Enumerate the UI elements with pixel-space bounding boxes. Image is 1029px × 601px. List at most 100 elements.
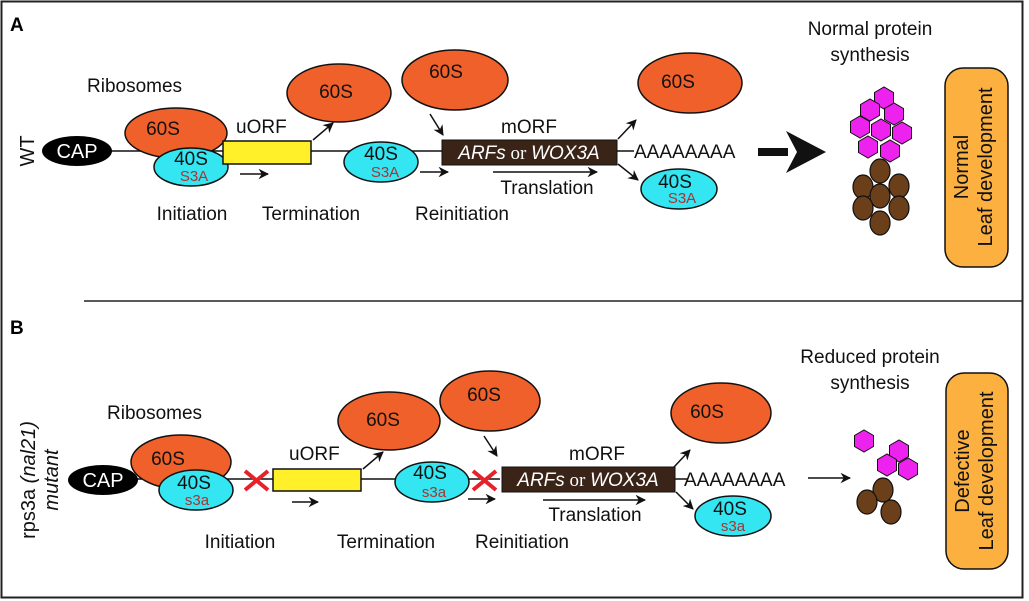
- uorf-label: uORF: [236, 117, 287, 138]
- outcome-box: [945, 372, 1009, 570]
- gene-arfs: ARFs: [457, 143, 506, 164]
- protein-hexagon-icon: [877, 453, 897, 477]
- condition-label: rps3a (nal21): [18, 421, 40, 539]
- step-initiation: Initiation: [205, 532, 276, 553]
- protein-oval-icon: [880, 499, 902, 525]
- outcome-line1: Defective: [952, 429, 974, 512]
- ribosome-60s-recruited: [439, 370, 541, 432]
- label-40s: 40S: [174, 149, 208, 170]
- protein-oval-icon: [888, 195, 910, 221]
- synthesis-line2: synthesis: [830, 45, 909, 66]
- uorf-box: [272, 468, 362, 492]
- cap-structure: [68, 465, 138, 495]
- protein-hexagon-icon: [892, 121, 912, 145]
- step-termination: Termination: [337, 532, 435, 553]
- label-60s: 60S: [366, 410, 400, 431]
- protein-hexagon-icon: [854, 429, 874, 453]
- gene-or: or: [565, 470, 590, 491]
- cap-label: CAP: [56, 141, 97, 163]
- protein-hexagon-icon: [850, 115, 870, 139]
- protein-hexagon-icon: [889, 439, 909, 463]
- morf-box: [501, 466, 676, 493]
- ribosome-40s-scanning: [394, 461, 470, 503]
- recruit-arrow: [483, 435, 498, 457]
- step-reinitiation: Reinitiation: [475, 532, 569, 553]
- ribosome-60s-recruited: [401, 49, 509, 111]
- ribosome-40s-initiation: [158, 469, 234, 511]
- protein-oval-icon: [856, 489, 878, 515]
- release-arrow: [617, 163, 639, 181]
- release-arrow: [673, 449, 691, 468]
- step-initiation: Initiation: [157, 204, 228, 225]
- ribosomes-label: Ribosomes: [87, 76, 182, 97]
- label-60s: 60S: [690, 402, 724, 423]
- ribosome-60s-released: [337, 391, 441, 451]
- morf-label: mORF: [569, 444, 625, 465]
- gene-or: or: [506, 143, 531, 164]
- cap-label: CAP: [82, 470, 123, 492]
- gene-wox3a: WOX3A: [531, 143, 600, 164]
- protein-oval-icon: [852, 195, 874, 221]
- morf-box: [441, 139, 618, 166]
- protein-cluster: [850, 86, 912, 236]
- step-reinitiation: Reinitiation: [415, 204, 509, 225]
- condition-line2: mutant: [41, 448, 63, 511]
- protein-oval-icon: [869, 210, 891, 236]
- protein-oval-icon: [869, 183, 891, 209]
- ribosome-60s-released: [286, 63, 392, 123]
- label-40s: 40S: [413, 463, 447, 484]
- ribosome-60s-released: [670, 382, 772, 444]
- ribosome-40s-released: [694, 495, 772, 537]
- label-40s: 40S: [364, 144, 398, 165]
- synthesis-arrow-shaft: [758, 148, 788, 156]
- label-s3a: S3A: [180, 168, 208, 185]
- ribosome-40s-scanning: [343, 141, 419, 183]
- protein-hexagon-icon: [858, 135, 878, 159]
- label-40s: 40S: [658, 172, 692, 193]
- translation-label: Translation: [500, 178, 593, 199]
- gene-wox3a: WOX3A: [590, 470, 659, 491]
- protein-hexagon-icon: [898, 457, 918, 481]
- protein-oval-icon: [872, 477, 894, 503]
- outcome-line2: Leaf development: [976, 391, 998, 550]
- release-arrow: [675, 491, 694, 510]
- protein-hexagon-icon: [860, 98, 880, 122]
- poly-a-tail: AAAAAAAA: [684, 470, 786, 491]
- protein-hexagon-icon: [880, 139, 900, 163]
- label-40s: 40S: [713, 499, 747, 520]
- translation-label: Translation: [548, 505, 641, 526]
- outcome-line1: Normal: [951, 135, 973, 199]
- condition-allele: (nal21): [18, 421, 40, 483]
- synthesis-arrow-head: [786, 131, 826, 173]
- block-x-icon: [471, 469, 498, 492]
- condition-gene: rps3a: [18, 483, 40, 539]
- protein-hexagon-icon: [884, 102, 904, 126]
- label-60s: 60S: [319, 82, 353, 103]
- synthesis-line1: Normal protein: [808, 19, 933, 40]
- morf-genes: ARFs or WOX3A: [516, 470, 658, 491]
- gene-arfs: ARFs: [516, 470, 565, 491]
- release-arrow: [617, 119, 637, 140]
- protein-hexagon-icon: [871, 118, 891, 142]
- panel-a: A WT CAP Ribosomes 60S 40S S3A uORF 60S …: [10, 15, 1009, 268]
- protein-oval-icon: [888, 173, 910, 199]
- uorf-box: [222, 140, 312, 165]
- protein-oval-icon: [869, 158, 891, 184]
- label-60s: 60S: [661, 72, 695, 93]
- morf-genes: ARFs or WOX3A: [457, 143, 599, 164]
- label-40s: 40S: [177, 473, 211, 494]
- ribosomes-label: Ribosomes: [107, 403, 202, 424]
- protein-cluster: [854, 429, 918, 525]
- uorf-label: uORF: [289, 444, 340, 465]
- ribosome-60s-released: [637, 52, 743, 114]
- label-s3a: s3a: [422, 484, 447, 501]
- synthesis-line1: Reduced protein: [800, 347, 939, 368]
- block-x-icon: [243, 469, 270, 492]
- ribosome-40s-released: [640, 168, 718, 210]
- recruit-arrow: [429, 113, 444, 136]
- cap-structure: [42, 136, 112, 166]
- release-arrow: [312, 122, 334, 141]
- outcome-box: [944, 67, 1009, 268]
- poly-a-tail: AAAAAAAA: [634, 142, 736, 163]
- step-termination: Termination: [262, 204, 360, 225]
